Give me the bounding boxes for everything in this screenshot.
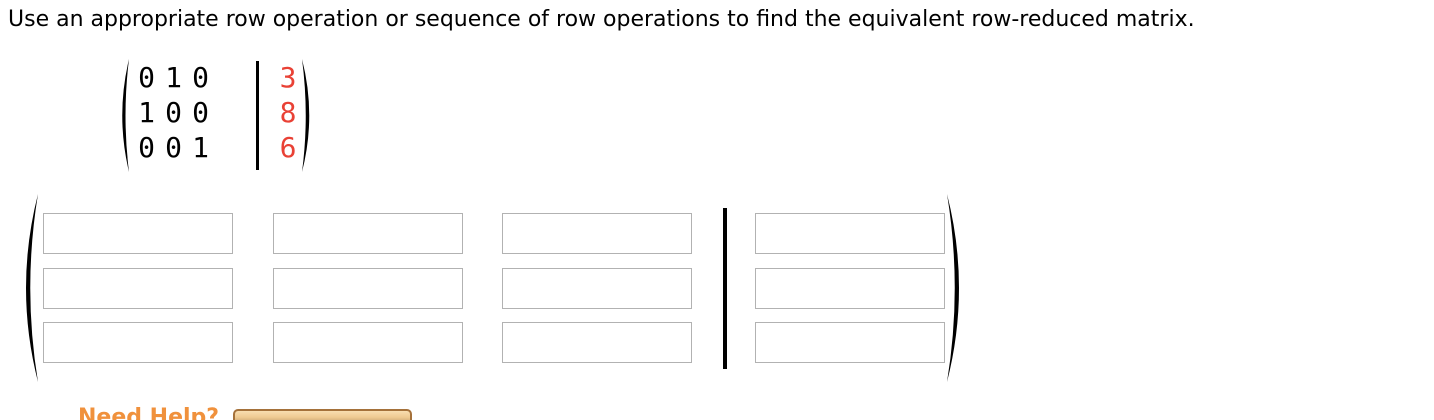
answer-cell-r3c1[interactable] xyxy=(43,322,233,363)
matrix-value: 0 xyxy=(192,96,209,129)
matrix-value: 0 xyxy=(138,131,155,164)
augment-divider xyxy=(256,61,259,170)
answer-cell-r3c3[interactable] xyxy=(502,322,692,363)
answer-cell-r3c2[interactable] xyxy=(273,322,463,363)
answer-column-constants xyxy=(755,213,945,363)
matrix-value: 0 xyxy=(165,131,182,164)
matrix-constant: 3 xyxy=(279,61,297,94)
answer-cell-r1c4[interactable] xyxy=(755,213,945,254)
answer-cell-r1c2[interactable] xyxy=(273,213,463,254)
left-paren-icon xyxy=(26,194,38,382)
answer-column-3 xyxy=(502,213,692,363)
matrix-value: 0 xyxy=(165,96,182,129)
given-matrix-constants: 3 8 6 xyxy=(274,60,302,165)
answer-column-1 xyxy=(43,213,233,363)
given-matrix-coefficients: 0 1 0 1 0 0 0 0 1 xyxy=(133,60,214,165)
answer-cell-r1c1[interactable] xyxy=(43,213,233,254)
answer-cell-r2c4[interactable] xyxy=(755,267,945,309)
matrix-constant: 8 xyxy=(279,96,297,129)
answer-cell-r1c3[interactable] xyxy=(502,213,692,254)
answer-cell-r2c1[interactable] xyxy=(43,267,233,309)
help-button[interactable] xyxy=(233,409,412,420)
right-paren-icon xyxy=(947,194,959,382)
augment-divider xyxy=(723,208,727,369)
answer-cell-r2c2[interactable] xyxy=(273,267,463,309)
matrix-value: 0 xyxy=(192,61,209,94)
matrix-constant: 6 xyxy=(279,131,297,164)
question-prompt: Use an appropriate row operation or sequ… xyxy=(8,7,1195,32)
right-paren-icon xyxy=(302,59,310,172)
answer-column-2 xyxy=(273,213,463,363)
matrix-value: 1 xyxy=(165,61,182,94)
left-paren-icon xyxy=(122,59,129,172)
matrix-value: 0 xyxy=(138,61,155,94)
answer-cell-r2c3[interactable] xyxy=(502,267,692,309)
need-help-label: Need Help? xyxy=(78,405,220,420)
matrix-value: 1 xyxy=(192,131,209,164)
answer-cell-r3c4[interactable] xyxy=(755,322,945,363)
matrix-value: 1 xyxy=(138,96,155,129)
